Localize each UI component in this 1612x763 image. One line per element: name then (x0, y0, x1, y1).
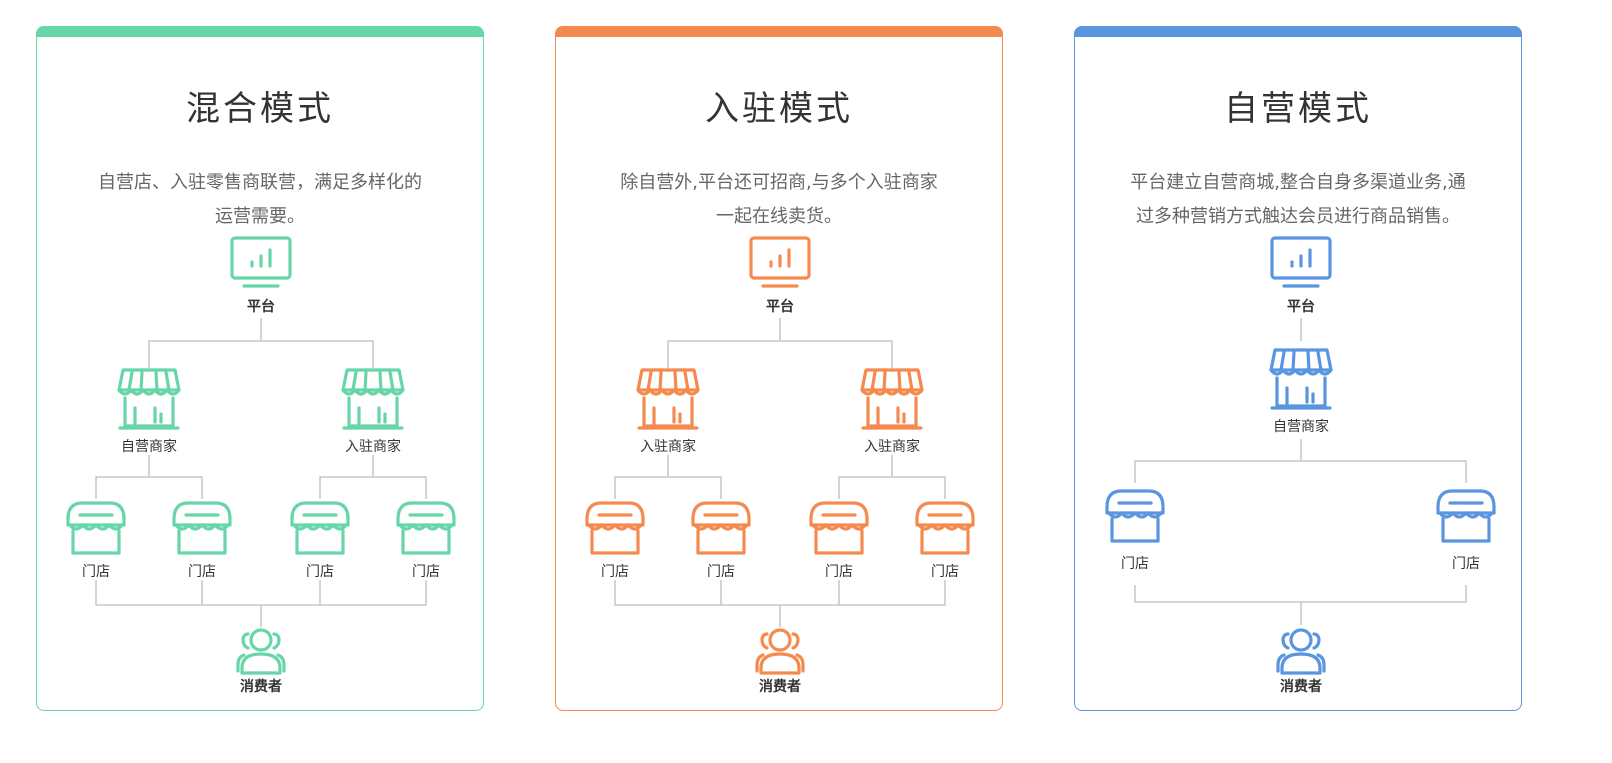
node-label: 门店 (306, 564, 334, 580)
card-accent-bar (1074, 26, 1522, 37)
store-canopy-icon (691, 501, 751, 555)
node-label: 门店 (188, 564, 216, 580)
node-label: 平台 (766, 298, 794, 315)
user-group-icon (236, 628, 286, 675)
mode-card-settled: 入驻模式 除自营外,平台还可招商,与多个入驻商家 一起在线卖货。 平台入驻商家 入… (555, 26, 1003, 711)
monitor-chart-icon (230, 236, 292, 288)
node-label: 门店 (601, 564, 629, 580)
card-accent-bar (555, 26, 1003, 37)
connector-line (1134, 585, 1467, 603)
store-canopy-icon (290, 501, 350, 555)
connector-line (148, 340, 374, 371)
node-label: 自营商家 (1273, 418, 1329, 435)
card-description-line: 自营店、入驻零售商联营，满足多样化的 (98, 172, 422, 193)
monitor-chart-icon (1270, 236, 1332, 288)
user-group-icon (755, 628, 805, 675)
connector-line (95, 476, 203, 499)
node-label: 自营商家 (121, 438, 177, 455)
card-description-line: 平台建立自营商城,整合自身多渠道业务,通 (1130, 172, 1466, 193)
connector-line (319, 476, 427, 499)
connector-line (667, 340, 893, 371)
store-canopy-icon (1436, 489, 1496, 543)
connector-line (1134, 460, 1467, 483)
node-label: 消费者 (240, 678, 282, 695)
card-title: 入驻模式 (705, 89, 853, 129)
node-label: 门店 (1452, 556, 1480, 572)
card-accent-bar (36, 26, 484, 37)
node-label: 门店 (412, 564, 440, 580)
connector-line (95, 580, 427, 606)
storefront-awning-icon (341, 368, 405, 430)
node-label: 门店 (82, 564, 110, 580)
node-label: 门店 (931, 564, 959, 580)
monitor-chart-icon (749, 236, 811, 288)
store-canopy-icon (915, 501, 975, 555)
storefront-awning-icon (636, 368, 700, 430)
connector-line (838, 476, 946, 499)
store-canopy-icon (1105, 489, 1165, 543)
card-description-line: 过多种营销方式触达会员进行商品销售。 (1136, 206, 1460, 227)
node-label: 入驻商家 (345, 438, 401, 455)
card-description: 除自营外,平台还可招商,与多个入驻商家 一起在线卖货。 (586, 166, 972, 234)
connector-line (614, 476, 722, 499)
card-title: 自营模式 (1224, 89, 1372, 129)
card-description-line: 运营需要。 (215, 206, 305, 227)
node-label: 入驻商家 (864, 438, 920, 455)
card-description-line: 一起在线卖货。 (716, 206, 842, 227)
store-canopy-icon (809, 501, 869, 555)
store-canopy-icon (172, 501, 232, 555)
mode-card-self: 自营模式 平台建立自营商城,整合自身多渠道业务,通 过多种营销方式触达会员进行商… (1074, 26, 1522, 711)
store-canopy-icon (585, 501, 645, 555)
card-description: 平台建立自营商城,整合自身多渠道业务,通 过多种营销方式触达会员进行商品销售。 (1105, 166, 1491, 234)
node-label: 门店 (707, 564, 735, 580)
storefront-awning-icon (860, 368, 924, 430)
node-label: 入驻商家 (640, 438, 696, 455)
mode-card-mixed: 混合模式 自营店、入驻零售商联营，满足多样化的 运营需要。 平台自营商家 入驻商家… (36, 26, 484, 711)
node-label: 消费者 (1280, 678, 1322, 695)
node-label: 消费者 (759, 678, 801, 695)
node-label: 平台 (247, 298, 275, 315)
connector-line (614, 580, 946, 606)
storefront-awning-icon (117, 368, 181, 430)
store-canopy-icon (396, 501, 456, 555)
card-description-line: 除自营外,平台还可招商,与多个入驻商家 (620, 172, 938, 193)
card-title: 混合模式 (186, 89, 334, 129)
node-label: 平台 (1287, 298, 1315, 315)
card-description: 自营店、入驻零售商联营，满足多样化的 运营需要。 (67, 166, 453, 234)
node-label: 门店 (825, 564, 853, 580)
node-label: 门店 (1121, 556, 1149, 572)
store-canopy-icon (66, 501, 126, 555)
storefront-awning-icon (1269, 348, 1333, 410)
user-group-icon (1276, 628, 1326, 675)
